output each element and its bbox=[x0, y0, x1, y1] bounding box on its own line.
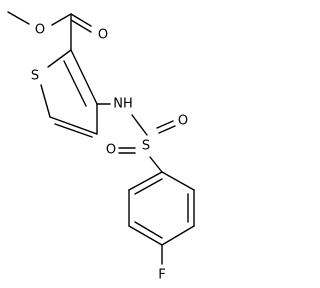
sulfonyl-oxygen-right-label: O bbox=[178, 114, 188, 129]
bond-ar3-ar4 bbox=[161, 225, 195, 246]
fluorine-label: F bbox=[158, 268, 165, 283]
sulfonyl-sulfur-label: S bbox=[142, 139, 150, 154]
bond-s1-c5 bbox=[40, 84, 51, 118]
molecule-structure: O O S NH S O O F bbox=[7, 11, 195, 283]
bond-ar6-ar1-inner bbox=[134, 178, 163, 195]
sulfonyl-oxygen-left-label: O bbox=[106, 143, 116, 158]
bond-s-o-right bbox=[156, 120, 174, 129]
amine-label: NH bbox=[113, 97, 133, 112]
methyl-oxygen-label: O bbox=[35, 23, 45, 38]
bond-methyl-o bbox=[7, 11, 30, 25]
bond-c2-s1 bbox=[47, 49, 72, 68]
bond-ar6-ar1 bbox=[128, 171, 163, 191]
methyl-ester-group bbox=[7, 11, 92, 51]
bond-ar4-ar5 bbox=[128, 225, 163, 246]
bond-carbonyl-c-o-double-1 bbox=[70, 13, 92, 27]
bond-s-o-right-2 bbox=[158, 125, 176, 134]
carbonyl-oxygen-label: O bbox=[98, 28, 108, 43]
thiophene-ring bbox=[40, 49, 98, 138]
bond-c2-c3-inner bbox=[63, 60, 87, 107]
bond-c5-c4 bbox=[49, 116, 98, 135]
bond-n-s bbox=[131, 114, 148, 136]
bond-carbonyl-c-o-double-2 bbox=[70, 19, 92, 33]
fluorophenyl-ring bbox=[128, 171, 195, 265]
sulfonamide-group bbox=[96, 103, 176, 173]
bond-c5-c4-inner bbox=[54, 123, 93, 138]
bond-ar4-ar5-inner bbox=[134, 221, 163, 239]
bond-s-aryl bbox=[149, 156, 163, 173]
bond-ar1-ar2 bbox=[161, 171, 195, 191]
bond-o-carbonyl-c bbox=[51, 13, 72, 26]
thiophene-sulfur-label: S bbox=[31, 69, 39, 84]
bond-c2-c3 bbox=[70, 49, 98, 105]
